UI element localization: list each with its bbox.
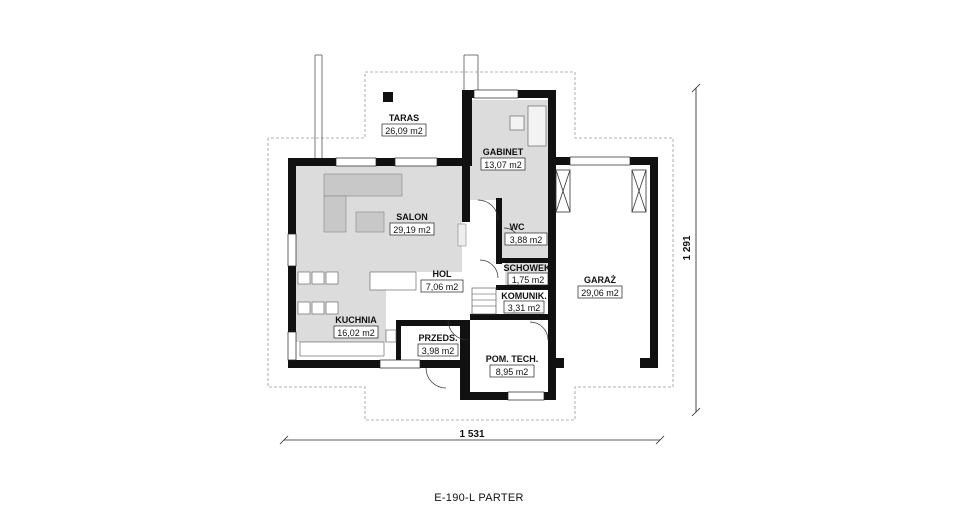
svg-text:7,06 m2: 7,06 m2 [426, 282, 459, 292]
label-salon: SALON 29,19 m2 [389, 212, 435, 236]
label-pom-tech: POM. TECH. 8,95 m2 [486, 354, 539, 378]
svg-text:POM. TECH.: POM. TECH. [486, 354, 539, 364]
label-schowek: SCHOWEK 1,75 m2 [504, 263, 552, 286]
svg-text:SCHOWEK: SCHOWEK [504, 263, 552, 273]
windows [287, 89, 631, 401]
plan-title: E-190-L PARTER [434, 492, 524, 504]
stairs [471, 287, 497, 315]
door-swings [425, 199, 549, 389]
label-hol: HOL 7,06 m2 [420, 269, 464, 293]
width-dimension: 1 531 [279, 429, 665, 445]
label-taras: TARAS 26,09 m2 [381, 113, 427, 137]
svg-text:13,07 m2: 13,07 m2 [484, 160, 522, 170]
svg-text:KUCHNIA: KUCHNIA [335, 315, 377, 325]
garage-fixtures [555, 169, 647, 213]
kitchen-fixtures [297, 271, 417, 357]
svg-text:8,95 m2: 8,95 m2 [496, 367, 529, 377]
depth-dimension: 1 291 [682, 83, 701, 417]
svg-text:GABINET: GABINET [483, 147, 524, 157]
svg-text:HOL: HOL [433, 269, 453, 279]
label-komunik: KOMUNIK. 3,31 m2 [501, 291, 547, 314]
svg-text:PRZEDS.: PRZEDS. [418, 333, 457, 343]
svg-text:3,88 m2: 3,88 m2 [510, 235, 543, 245]
roof-outline [267, 71, 674, 421]
label-gabinet: GABINET 13,07 m2 [480, 147, 526, 171]
label-garaz: GARAŻ 29,06 m2 [577, 275, 623, 299]
svg-text:KOMUNIK.: KOMUNIK. [501, 291, 547, 301]
width-dimension-label: 1 531 [459, 429, 484, 440]
svg-text:3,31 m2: 3,31 m2 [508, 303, 541, 313]
label-kuchnia: KUCHNIA 16,02 m2 [333, 315, 379, 339]
svg-text:TARAS: TARAS [389, 113, 419, 123]
label-przeds: PRZEDS. 3,98 m2 [417, 333, 459, 357]
svg-text:29,06 m2: 29,06 m2 [581, 288, 619, 298]
svg-text:16,02 m2: 16,02 m2 [337, 328, 375, 338]
room-labels: TARAS 26,09 m2 GABINET 13,07 m2 SALON 29… [333, 113, 623, 378]
svg-text:26,09 m2: 26,09 m2 [385, 126, 423, 136]
svg-text:1,75 m2: 1,75 m2 [512, 275, 545, 285]
svg-text:GARAŻ: GARAŻ [584, 275, 616, 285]
desk [509, 105, 547, 147]
label-wc: WC 3,88 m2 [504, 222, 548, 246]
depth-dimension-label: 1 291 [682, 235, 693, 260]
terrace-column [383, 92, 393, 102]
svg-text:29,19 m2: 29,19 m2 [393, 225, 431, 235]
terrace-pergola [314, 54, 479, 158]
salon-furniture [323, 173, 467, 247]
svg-text:WC: WC [510, 222, 525, 232]
svg-text:3,98 m2: 3,98 m2 [422, 346, 455, 356]
svg-text:SALON: SALON [396, 212, 428, 222]
